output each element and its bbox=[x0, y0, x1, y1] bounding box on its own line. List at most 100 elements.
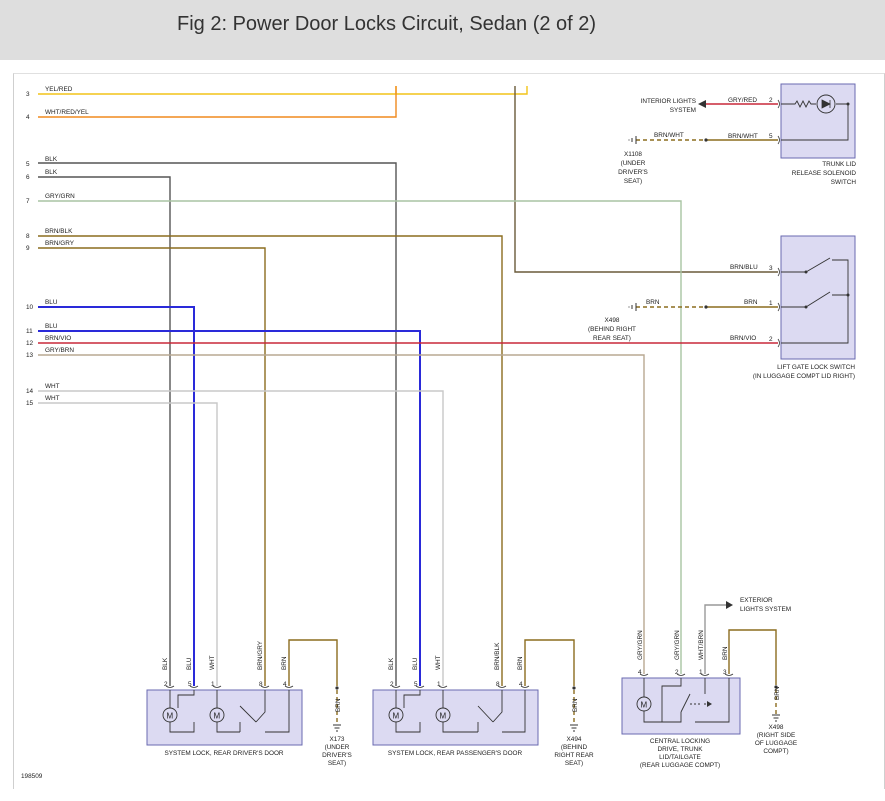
motor-icon bbox=[209, 707, 225, 723]
arrow-right-icon bbox=[726, 601, 733, 609]
ground-label: SEAT) bbox=[565, 760, 583, 767]
wire-label: BLU bbox=[45, 299, 58, 306]
pin-number: 2 bbox=[164, 681, 168, 688]
wire-label: BRN/BLK bbox=[45, 228, 73, 235]
wire-label: BRN bbox=[517, 656, 524, 670]
trunk-lid-component bbox=[780, 83, 856, 159]
wire-wht-red-yel bbox=[38, 86, 397, 118]
component-label: RELEASE SOLENOID bbox=[792, 170, 857, 177]
connector-terminals bbox=[777, 267, 780, 348]
diode-icon bbox=[821, 99, 831, 109]
pin-number: 1 bbox=[211, 681, 215, 688]
junction-dot bbox=[846, 293, 850, 297]
wire-label: GRY/BRN bbox=[45, 347, 74, 354]
wire-label: BRN/WHT bbox=[654, 132, 684, 139]
component-label: (REAR LUGGAGE COMPT) bbox=[640, 762, 720, 769]
internal-wiring bbox=[395, 690, 526, 733]
left-pin-labels: 3 YEL/RED 4 WHT/RED/YEL 5 BLK 6 BLK 7 GR… bbox=[26, 86, 89, 407]
wire-label: WHT/BRN bbox=[698, 630, 705, 660]
ref-label: LIGHTS SYSTEM bbox=[740, 606, 791, 613]
pin-number: 6 bbox=[26, 174, 30, 181]
wire-label: WHT bbox=[45, 395, 60, 402]
ground-icon bbox=[628, 136, 637, 144]
ground-x1108: BRN/WHT X1108 (UNDER DRIVER'S SEAT) bbox=[618, 132, 708, 185]
splice-dot bbox=[572, 686, 576, 690]
component-label: (IN LUGGAGE COMPT LID RIGHT) bbox=[753, 373, 855, 380]
wire-label: BRN/BLU bbox=[730, 264, 758, 271]
component-label: LID/TAILGATE bbox=[659, 754, 701, 761]
wire-label: BRN/GRY bbox=[257, 640, 264, 670]
ref-label: SYSTEM bbox=[670, 107, 696, 114]
pin-number: 13 bbox=[26, 352, 34, 359]
pin-number: 1 bbox=[769, 300, 773, 307]
central-locking-drive: 4 2 1 3 GRY/GRN GRY/GRN WHT/BRN BRN M CE… bbox=[621, 597, 797, 769]
pin-number: 9 bbox=[26, 245, 30, 252]
wire-label: YEL/RED bbox=[45, 86, 73, 93]
wire-label: BLU bbox=[412, 657, 419, 670]
internal-wiring bbox=[643, 678, 730, 723]
motor-icon bbox=[162, 707, 178, 723]
pin-number: 10 bbox=[26, 304, 34, 311]
ground-label: DRIVER'S bbox=[322, 752, 352, 759]
wire-brn-blu bbox=[514, 86, 778, 273]
pin-number: 12 bbox=[26, 340, 34, 347]
wire-label: BRN/VIO bbox=[45, 335, 71, 342]
wire-driver-brn bbox=[288, 639, 338, 686]
pin-number: 4 bbox=[283, 681, 287, 688]
pin-number: 3 bbox=[723, 669, 727, 676]
rear-passenger-door-lock: 2 5 1 8 4 BLK BLU WHT BRN/BLK BRN M M SY… bbox=[372, 642, 594, 767]
motor-icon-glyph: M bbox=[393, 712, 400, 721]
ref-label: INTERIOR LIGHTS bbox=[641, 98, 696, 105]
wire-label: BRN/GRY bbox=[45, 240, 75, 247]
pin-number: 1 bbox=[699, 669, 703, 676]
pin-number: 2 bbox=[390, 681, 394, 688]
motor-icon bbox=[388, 707, 404, 723]
contact-dot bbox=[804, 270, 808, 274]
pin-number: 4 bbox=[519, 681, 523, 688]
pin-number: 5 bbox=[769, 133, 773, 140]
trunk-lid-solenoid-switch: 2 5 GRY/RED BRN/WHT TRUNK LID RELEASE SO… bbox=[728, 83, 857, 186]
ground-label: X498 bbox=[605, 317, 620, 324]
wire-brn-blk bbox=[38, 235, 503, 686]
internal-wiring bbox=[169, 690, 290, 733]
ground-label: SEAT) bbox=[328, 760, 346, 767]
wire-blu-11 bbox=[38, 330, 421, 686]
wire-label: BRN bbox=[774, 686, 781, 700]
component-label: DRIVE, TRUNK bbox=[658, 746, 704, 753]
motor-icon bbox=[636, 696, 652, 712]
splice-dot bbox=[774, 685, 778, 689]
switch-contact-icon bbox=[239, 705, 257, 723]
wire-label: BRN/WHT bbox=[728, 133, 758, 140]
ground-label: X173 bbox=[330, 736, 345, 743]
wire-label: BRN bbox=[572, 698, 579, 712]
arrow-right-icon bbox=[707, 701, 712, 707]
motor-icon-glyph: M bbox=[641, 701, 648, 710]
wire-label: BRN bbox=[646, 299, 660, 306]
junction-dot bbox=[846, 102, 850, 106]
lift-gate-component bbox=[780, 235, 856, 360]
wire-blu-10 bbox=[38, 306, 195, 686]
motor-icon-glyph: M bbox=[167, 712, 174, 721]
ground-label: (BEHIND RIGHT bbox=[588, 326, 636, 333]
connector-terminals bbox=[777, 99, 780, 145]
motor-icon bbox=[435, 707, 451, 723]
wire-label: BLK bbox=[45, 156, 58, 163]
wire-label: BLK bbox=[388, 657, 395, 670]
ground-label: (BEHIND bbox=[561, 744, 588, 751]
wire-gry-brn bbox=[38, 354, 645, 674]
rear-driver-door-lock: 2 5 1 8 4 BLK BLU WHT BRN/GRY BRN M M SY… bbox=[146, 640, 352, 767]
header-bar: Fig 2: Power Door Locks Circuit, Sedan (… bbox=[0, 0, 885, 60]
ground-label: COMPT) bbox=[763, 748, 788, 755]
wire-label: GRY/GRN bbox=[637, 630, 644, 660]
wire-label: BLU bbox=[45, 323, 58, 330]
component-label: SYSTEM LOCK, REAR DRIVER'S DOOR bbox=[164, 750, 283, 757]
component-label: LIFT GATE LOCK SWITCH bbox=[777, 364, 855, 371]
motor-icon-glyph: M bbox=[440, 712, 447, 721]
ground-label: X494 bbox=[567, 736, 582, 743]
wire-blk-5 bbox=[38, 162, 397, 686]
pin-number: 2 bbox=[675, 669, 679, 676]
pin-number: 8 bbox=[259, 681, 263, 688]
wire-label: GRY/GRN bbox=[674, 630, 681, 660]
switch-contact-icon bbox=[477, 705, 494, 723]
wire-label: WHT bbox=[45, 383, 60, 390]
